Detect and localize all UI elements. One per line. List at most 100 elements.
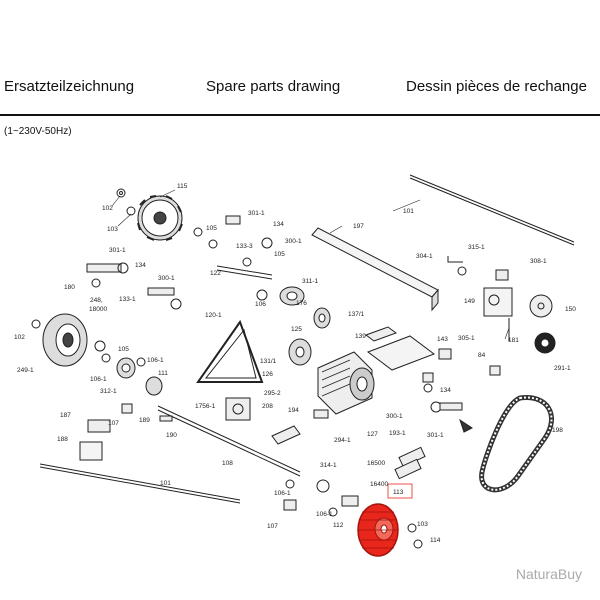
bar-197 [311, 227, 439, 312]
block-308-1 [495, 269, 509, 281]
label-208: 208 [262, 403, 273, 410]
part-294-1 [271, 425, 301, 445]
housing-311-1 [256, 286, 305, 306]
shaft-133-1 [147, 287, 182, 310]
label-105: 105 [206, 225, 217, 232]
label-115: 115 [177, 183, 188, 190]
gear-115 [137, 195, 183, 241]
part-143 [438, 348, 452, 360]
part-187 [87, 419, 111, 433]
label-134-right: 134 [440, 387, 451, 394]
part-188 [79, 441, 103, 461]
label-102-left: 102 [14, 334, 25, 341]
label-105-mid: 105 [274, 251, 285, 258]
header-title-french: Dessin pièces de rechange [406, 78, 587, 95]
label-133-1: 133-1 [119, 296, 136, 303]
block-107-upper [121, 403, 133, 414]
label-139: 139 [355, 333, 366, 340]
label-314-1: 314-1 [320, 462, 337, 469]
label-106: 106 [255, 301, 266, 308]
highlight-box-113 [387, 483, 413, 499]
label-133-3: 133-3 [236, 243, 253, 250]
label-112: 112 [333, 522, 344, 529]
header-title-german: Ersatzteilzeichnung [4, 78, 135, 95]
label-131-1: 131/1 [260, 358, 277, 365]
label-107-lower: 107 [267, 523, 278, 530]
label-127: 127 [367, 431, 378, 438]
label-102: 102 [102, 205, 113, 212]
label-108: 108 [222, 460, 233, 467]
washer-103-lower [407, 523, 417, 533]
label-294-1: 294-1 [334, 437, 351, 444]
label-301-1: 301-1 [248, 210, 265, 217]
label-291-1: 291-1 [554, 365, 571, 372]
washer-105-upper [193, 227, 203, 237]
rod-101-upper [409, 174, 575, 243]
gearbox-208 [225, 397, 251, 421]
label-149: 149 [464, 298, 475, 305]
label-188: 188 [57, 436, 68, 443]
label-180: 180 [64, 284, 75, 291]
plate-139 [366, 335, 436, 371]
header-title-english: Spare parts drawing [206, 78, 341, 95]
label-106-1-left: 106-1 [90, 376, 107, 383]
label-114: 114 [430, 537, 441, 544]
label-126: 126 [262, 371, 273, 378]
belt-120-1 [196, 319, 264, 383]
label-295-2: 295-2 [264, 390, 281, 397]
label-125: 125 [291, 326, 302, 333]
label-111: 111 [158, 370, 168, 377]
bushing-112 [341, 495, 359, 507]
label-16400: 16400 [370, 481, 388, 488]
label-304-1: 304-1 [416, 253, 433, 260]
label-198: 198 [552, 427, 563, 434]
label-106-1: 106-1 [147, 357, 164, 364]
label-194: 194 [288, 407, 299, 414]
plate-137-1 [364, 326, 398, 342]
label-312-1: 312-1 [100, 388, 117, 395]
label-134-left: 134 [135, 262, 146, 269]
rod-101-lower [39, 463, 241, 501]
pulley-291-1 [534, 332, 556, 354]
label-176: 176 [296, 300, 307, 307]
motor-127 [317, 351, 375, 415]
label-107-upper: 107 [108, 420, 119, 427]
hook-304-1 [447, 256, 463, 263]
wheel-113-highlighted [357, 503, 399, 557]
washer-106-1-lower [328, 507, 338, 517]
label-105-left: 105 [118, 346, 129, 353]
part-194 [313, 409, 329, 419]
label-300-1: 300-1 [285, 238, 302, 245]
bolt-180 [86, 262, 129, 288]
label-18000: 18000 [89, 306, 107, 313]
label-103: 103 [107, 226, 118, 233]
label-308-1: 308-1 [530, 258, 547, 265]
rollers-16500-16400 [394, 446, 426, 480]
pulley-125 [313, 307, 331, 329]
watermark: NaturaBuy [515, 566, 582, 582]
label-189: 189 [139, 417, 150, 424]
label-120-1: 120-1 [205, 312, 222, 319]
key-189 [159, 415, 173, 422]
washer-134-right [423, 383, 433, 393]
label-113: 113 [393, 489, 404, 496]
label-193-1: 193-1 [389, 430, 406, 437]
block-107-lower [283, 499, 297, 511]
label-301-1-right: 301-1 [427, 432, 444, 439]
label-101-upper: 101 [403, 208, 414, 215]
pulley-126 [288, 338, 312, 366]
label-122: 122 [210, 270, 221, 277]
shaft-122 [216, 215, 273, 280]
pulley-150 [529, 294, 553, 318]
label-311-1: 311-1 [302, 278, 319, 285]
label-301-1-left: 301-1 [109, 247, 126, 254]
part-number-labels: 115 102 103 105 301-1 134 133-3 300-1 19… [14, 183, 576, 544]
bracket-305-1 [483, 287, 513, 341]
label-143: 143 [437, 336, 448, 343]
label-249-1: 249-1 [17, 367, 34, 374]
pin-301-1-right [459, 418, 473, 433]
shaft-108 [157, 405, 301, 473]
label-190: 190 [166, 432, 177, 439]
label-181: 181 [508, 337, 519, 344]
